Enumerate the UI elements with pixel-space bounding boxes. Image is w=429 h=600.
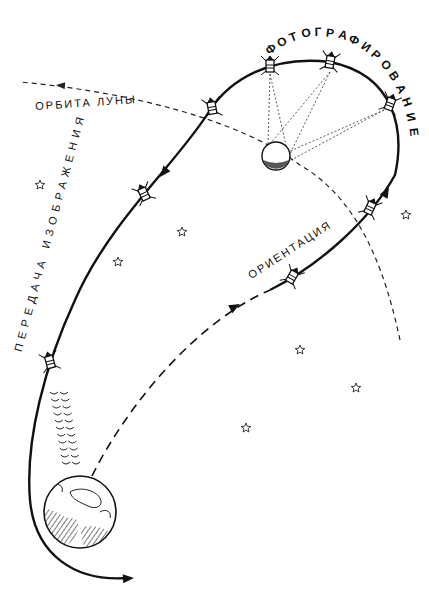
earth-surface — [40, 484, 118, 552]
spacecraft — [39, 350, 61, 373]
radio-wave — [70, 448, 78, 450]
orbit-arrow — [56, 82, 66, 90]
radio-wave — [67, 434, 75, 436]
orbit-label: ОРБИТА ЛУНЫ — [35, 94, 137, 112]
spacecraft — [261, 56, 279, 75]
radio-wave — [62, 406, 70, 408]
arrowhead — [228, 300, 242, 313]
star — [351, 383, 361, 392]
arc-letter: О — [275, 34, 289, 49]
spacecraft — [358, 195, 382, 220]
star — [241, 423, 251, 432]
arrowhead — [157, 166, 171, 180]
spacecraft — [132, 181, 156, 206]
arc-letter: Ф — [263, 41, 278, 57]
phase-label: ПЕРЕДАЧА ИЗОБРАЖЕНИЯ — [13, 111, 88, 352]
radio-wave — [57, 434, 65, 436]
arc-letter: Р — [326, 26, 336, 39]
radio-wave — [64, 413, 72, 415]
radio-wave — [50, 392, 58, 394]
arc-letter: Т — [288, 30, 299, 44]
radio-wave — [61, 455, 69, 457]
radio-wave — [55, 420, 63, 422]
radio-wave — [52, 406, 60, 408]
star — [401, 210, 411, 219]
radio-wave — [61, 399, 69, 401]
spacecraft — [201, 97, 222, 119]
arc-letter: Р — [369, 48, 383, 62]
star — [113, 257, 123, 266]
spacecraft — [320, 51, 341, 73]
moon — [262, 142, 290, 170]
radio-wave — [62, 462, 70, 464]
arc-letter: И — [404, 111, 418, 122]
arc-letter: А — [394, 82, 409, 95]
trajectory — [29, 61, 398, 579]
radio-wave — [71, 455, 79, 457]
arrowhead — [123, 574, 135, 584]
radio-wave — [72, 462, 80, 464]
arc-letter: Н — [400, 96, 414, 108]
radio-wave — [54, 413, 62, 415]
arc-letter: Е — [407, 127, 420, 136]
radio-wave — [60, 448, 68, 450]
arc-letter: О — [378, 57, 393, 72]
arc-letter: Г — [314, 26, 321, 38]
radio-wave — [68, 441, 76, 443]
radio-wave — [60, 392, 68, 394]
arc-letter: Ф — [347, 32, 361, 47]
outgoing-trajectory — [92, 290, 270, 476]
radio-wave — [66, 427, 74, 429]
radio-wave — [56, 427, 64, 429]
radio-wave — [65, 420, 73, 422]
radio-waves — [50, 392, 80, 464]
arc-letter: О — [300, 27, 311, 41]
star — [177, 227, 187, 236]
arc-letter: А — [337, 28, 349, 42]
star — [295, 345, 305, 354]
spacecraft — [280, 264, 305, 289]
radio-wave — [51, 399, 59, 401]
star — [35, 180, 45, 189]
radio-wave — [58, 441, 66, 443]
spacecraft — [378, 92, 401, 116]
star-group — [35, 180, 411, 432]
arc-letter: И — [359, 39, 373, 54]
arrowhead — [380, 185, 393, 199]
moon-shade — [263, 160, 289, 169]
arc-letter: В — [387, 69, 402, 83]
phase-label: ФОТОГРАФИРОВАНИЕ — [213, 20, 427, 178]
